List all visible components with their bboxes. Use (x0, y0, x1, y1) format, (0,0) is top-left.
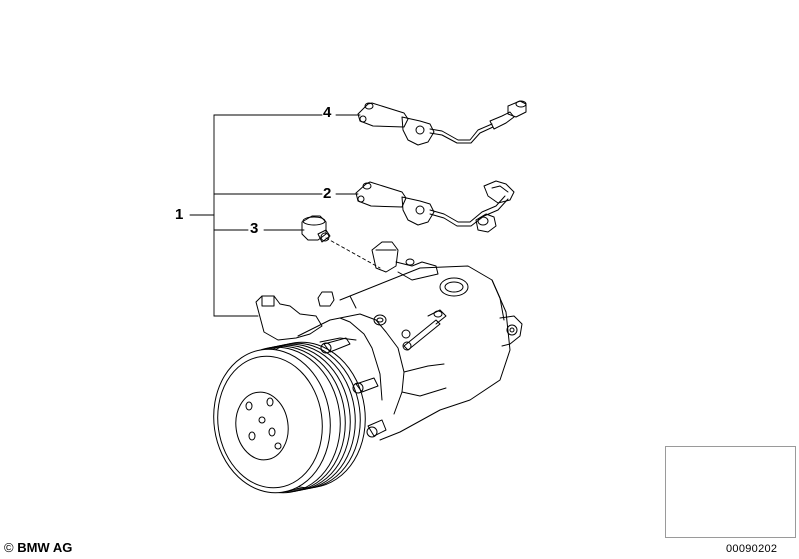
copyright-notice: © BMW AG (4, 540, 72, 555)
copyright-symbol: © (4, 540, 14, 555)
vehicle-thumbnail-frame (665, 446, 796, 538)
copyright-text: BMW AG (17, 540, 73, 555)
callout-2: 2 (323, 185, 332, 202)
document-number: 00090202 (726, 543, 778, 555)
callout-4: 4 (323, 104, 332, 121)
sensor-part-4 (357, 100, 527, 146)
compressor-body (255, 241, 523, 441)
fitting-part-3 (301, 215, 331, 243)
callout-3: 3 (250, 220, 259, 237)
leader-lines (189, 114, 381, 317)
sensor-part-2 (355, 180, 515, 233)
compressor-pulley (213, 341, 366, 494)
callout-1: 1 (175, 206, 184, 223)
